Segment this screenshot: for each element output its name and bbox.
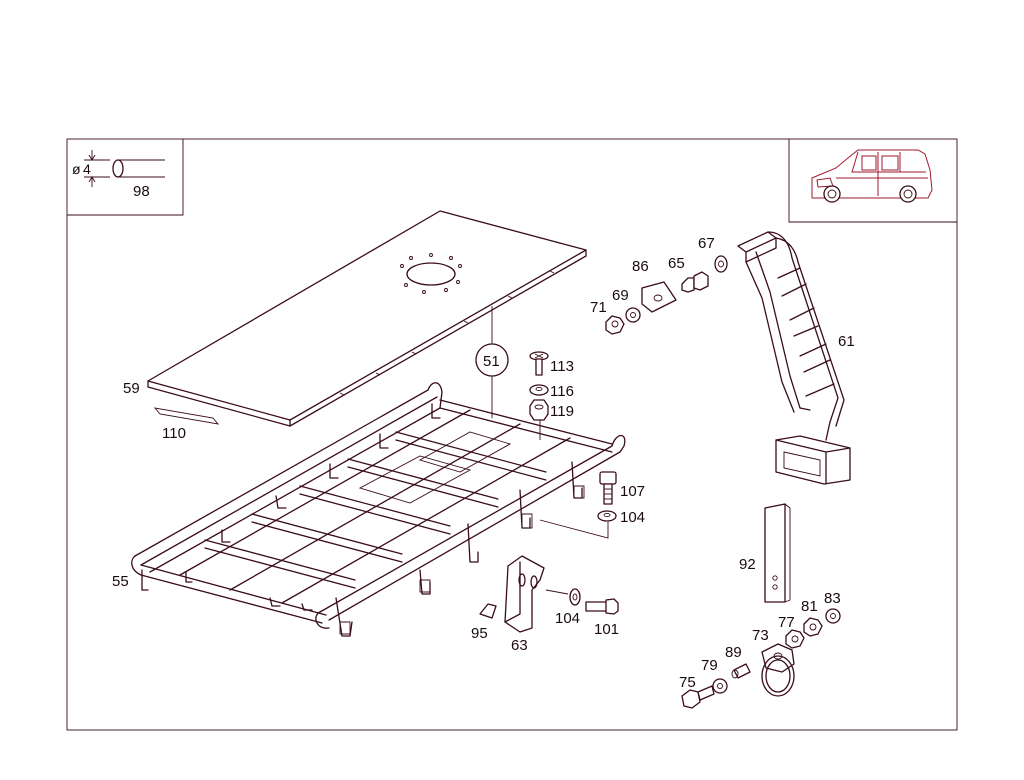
callout-51-label: 51	[483, 353, 500, 370]
part-label-104-lower: 104	[555, 610, 580, 627]
part-label-98: 98	[133, 183, 150, 200]
nut-71-icon	[605, 315, 625, 335]
washer-79-icon	[712, 678, 728, 694]
vehicle-icon	[811, 149, 933, 203]
bushing-65-icon	[681, 271, 709, 293]
bolt-101-icon	[585, 598, 619, 615]
part-label-75: 75	[679, 674, 696, 691]
bracket-63-icon	[504, 555, 545, 633]
nut-119-icon	[529, 399, 549, 421]
washer-67-icon	[714, 255, 728, 273]
rack-brackets	[141, 403, 585, 637]
sleeve-89-icon	[731, 663, 751, 679]
nut-77-icon	[785, 629, 805, 649]
board-clips	[339, 270, 555, 396]
roof-rack-frame	[131, 382, 626, 637]
part-label-101: 101	[594, 621, 619, 638]
part-label-69: 69	[612, 287, 629, 304]
diagram-frame	[66, 138, 958, 731]
strap-92-icon	[764, 503, 791, 603]
bolt-75-icon	[681, 685, 715, 709]
part-label-83: 83	[824, 590, 841, 607]
part-label-81: 81	[801, 598, 818, 615]
part-label-55: 55	[112, 573, 129, 590]
part-label-61: 61	[838, 333, 855, 350]
part-label-67: 67	[698, 235, 715, 252]
platform-board	[147, 210, 587, 427]
washer-116-icon	[529, 384, 549, 396]
part-label-59: 59	[123, 380, 140, 397]
washer-104-icon	[597, 510, 617, 522]
part-label-86: 86	[632, 258, 649, 275]
bolt-113-icon	[529, 351, 549, 376]
callout-51: 51	[475, 343, 509, 377]
washer-69-icon	[625, 307, 641, 323]
plate-86-icon	[641, 281, 677, 313]
ring-73-icon	[761, 643, 795, 697]
inset-vehicle-box	[788, 139, 957, 223]
part-label-104-upper: 104	[620, 509, 645, 526]
diameter-value: 4	[83, 161, 91, 177]
tube-icon	[84, 150, 165, 187]
strip-110	[153, 407, 220, 425]
nut-81-icon	[803, 617, 823, 637]
ladder-61	[737, 231, 851, 485]
part-label-107: 107	[620, 483, 645, 500]
part-label-119: 119	[550, 403, 574, 420]
part-label-113: 113	[550, 358, 574, 375]
diameter-symbol: ø	[72, 161, 81, 177]
part-label-92: 92	[739, 556, 756, 573]
part-label-65: 65	[668, 255, 685, 272]
part-label-79: 79	[701, 657, 718, 674]
part-label-95: 95	[471, 625, 488, 642]
part-label-89: 89	[725, 644, 742, 661]
washer-104b-icon	[569, 588, 581, 606]
part-label-116: 116	[550, 383, 574, 400]
part-label-77: 77	[778, 614, 795, 631]
part-label-110: 110	[162, 425, 186, 442]
part-label-63: 63	[511, 637, 528, 654]
bolt-107-icon	[599, 471, 617, 505]
part-label-71: 71	[590, 299, 607, 316]
board-holes	[400, 253, 462, 294]
part-label-73: 73	[752, 627, 769, 644]
inset-tube-box: ø 4 98	[67, 139, 184, 216]
washer-83-icon	[825, 608, 841, 624]
pad-95-icon	[479, 603, 497, 619]
